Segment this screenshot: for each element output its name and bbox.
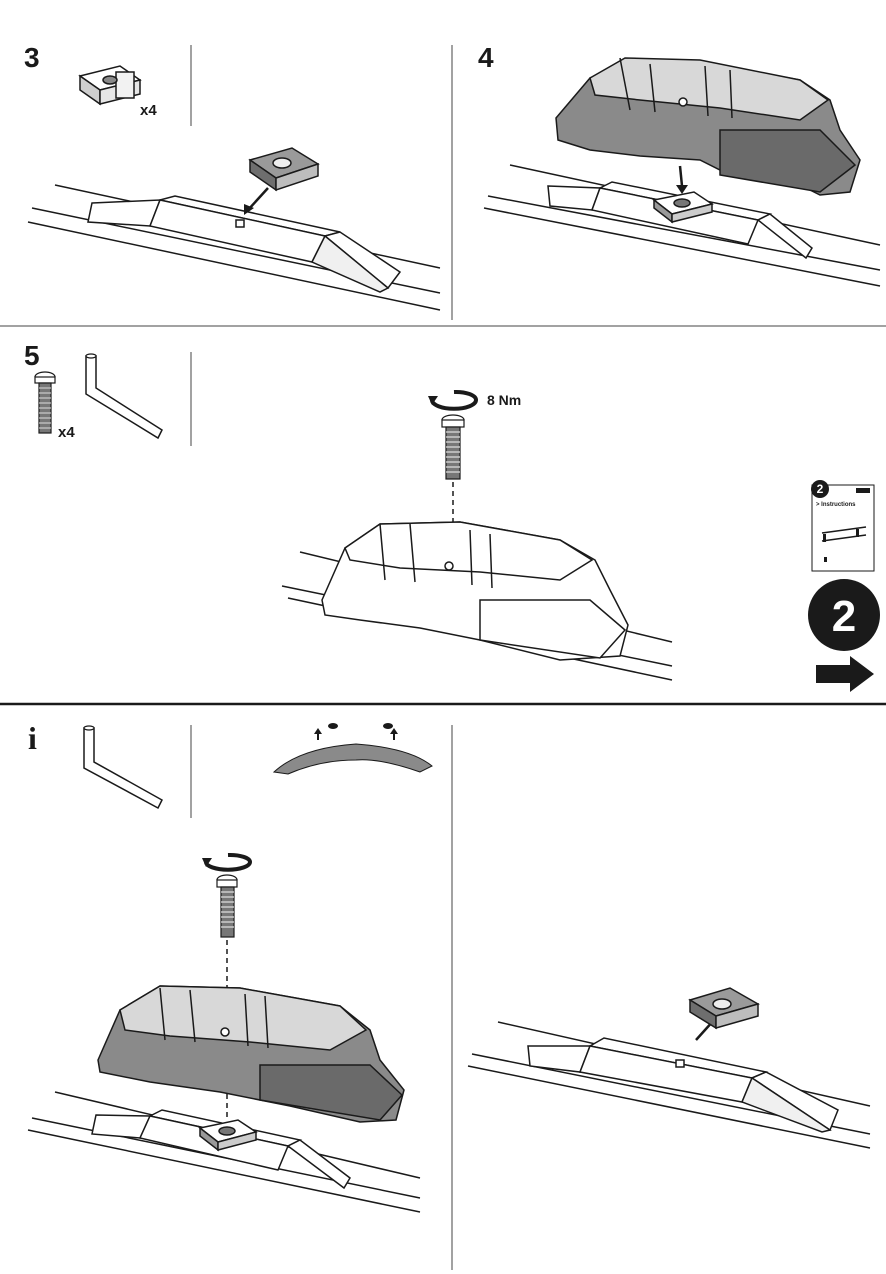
next-step-number: 2 <box>831 592 857 641</box>
booklet-number: 2 <box>816 482 824 496</box>
step-5-quantity: x4 <box>58 424 75 441</box>
booklet-label: > Instructions <box>816 502 856 508</box>
info-symbol: i <box>28 720 37 756</box>
step-5-number: 5 <box>24 340 40 371</box>
step-3-quantity: x4 <box>140 102 157 119</box>
step-3-number: 3 <box>24 42 40 73</box>
step-5-torque-value: 8 Nm <box>487 392 522 408</box>
step-4-number: 4 <box>478 42 494 73</box>
